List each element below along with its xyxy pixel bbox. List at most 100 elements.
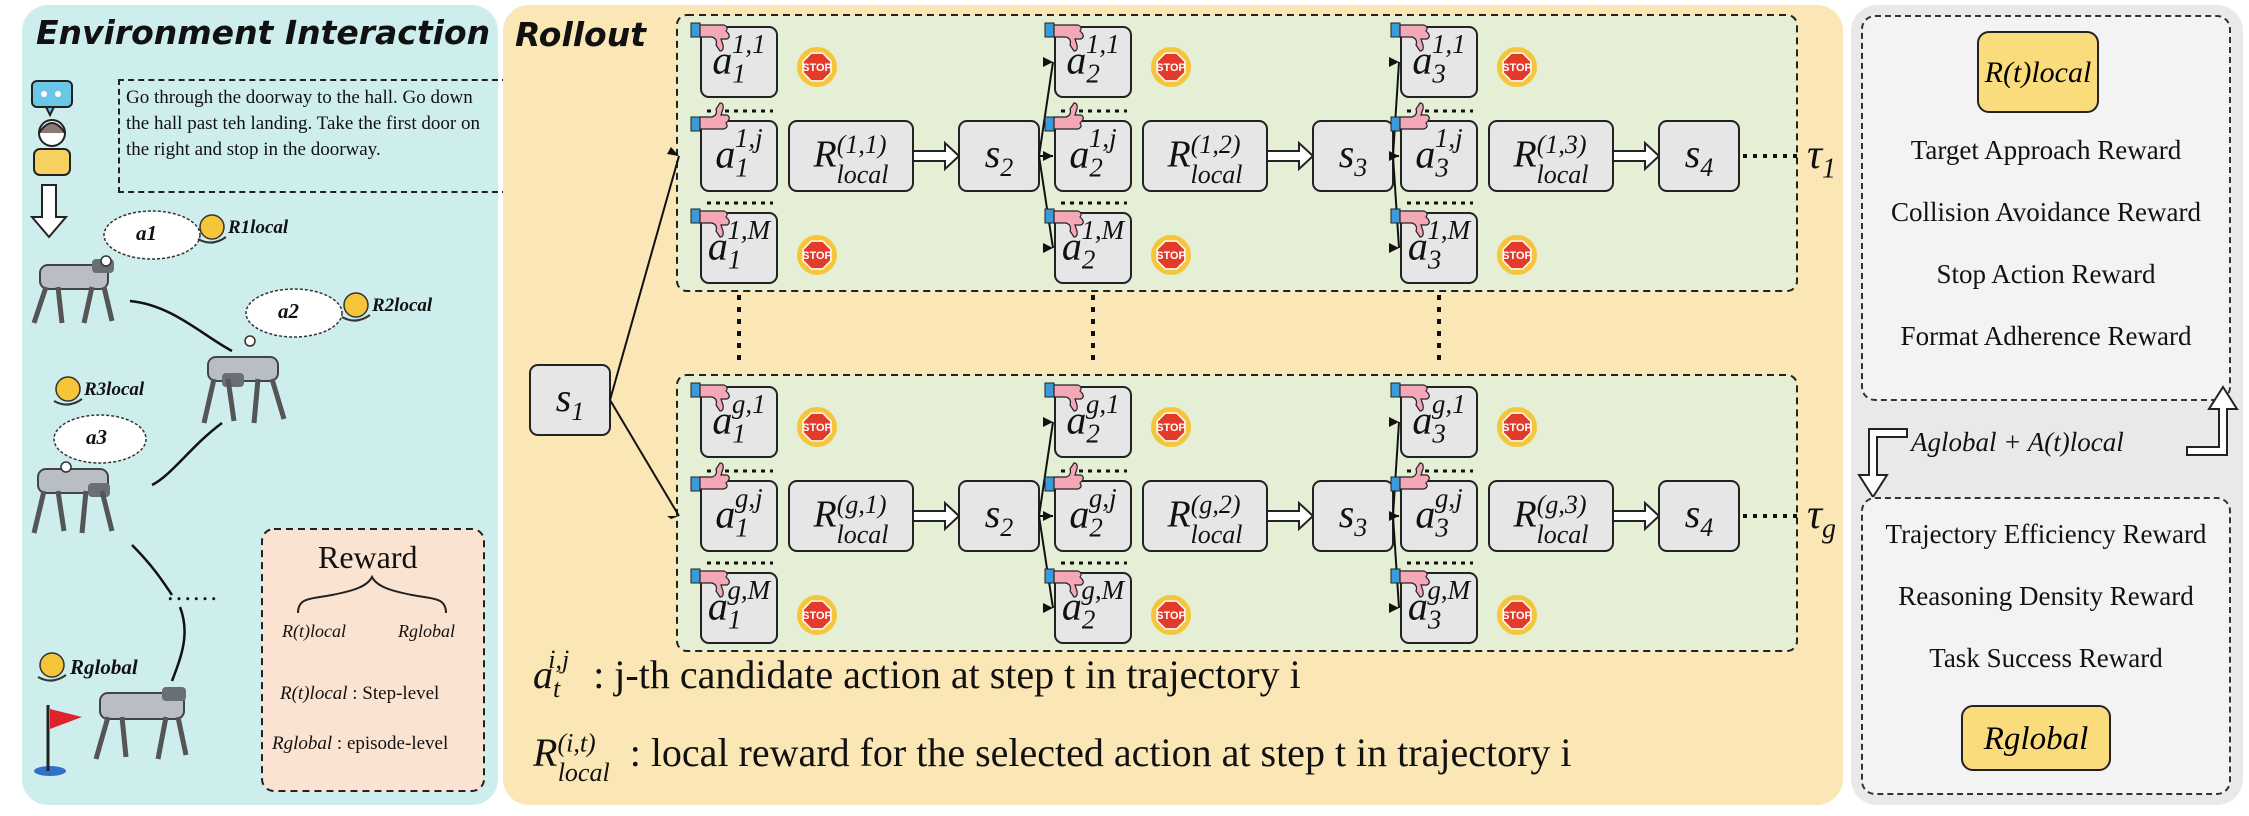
branch-arrowhead bbox=[1043, 151, 1053, 161]
path-ellipsis: …… bbox=[166, 577, 218, 606]
candidate-action: a11,1 bbox=[712, 28, 766, 89]
thumbs-down-icon bbox=[1399, 570, 1430, 598]
candidate-action: a11,M bbox=[707, 214, 771, 275]
stop-sign-label: STOP bbox=[1156, 610, 1186, 622]
thumbs-up-icon bbox=[1053, 462, 1084, 490]
branch-edge bbox=[1038, 61, 1054, 157]
global-reward-box: Trajectory Efficiency Reward Reasoning D… bbox=[1861, 497, 2231, 795]
step-reward-label-2: R2local bbox=[372, 295, 433, 316]
state: s2 bbox=[984, 130, 1014, 182]
selected-action: a2g,j bbox=[1069, 482, 1117, 543]
thumb-cuff bbox=[690, 382, 701, 398]
local-reward: R(g,3)local bbox=[1513, 489, 1589, 550]
stop-sign-octagon bbox=[802, 240, 832, 270]
thumbs-down-icon bbox=[1053, 570, 1084, 598]
transition-arrow bbox=[912, 140, 961, 172]
local-reward-header: R(t)local bbox=[1977, 31, 2099, 113]
candidate-action: a21,M bbox=[1061, 214, 1125, 275]
branch-edge bbox=[1038, 515, 1054, 609]
global-reward-item: Task Success Reward bbox=[1929, 643, 2163, 673]
advantage-arrows bbox=[1857, 385, 2239, 499]
coin-hand-icon bbox=[37, 652, 67, 682]
thumbs-down-icon bbox=[1053, 24, 1084, 52]
reward-box-line-step: R(t)local : Step-level bbox=[280, 683, 440, 704]
thumb-cuff bbox=[1390, 382, 1401, 398]
stop-sign-label: STOP bbox=[1156, 250, 1186, 262]
selected-action: a1g,j bbox=[715, 482, 763, 543]
thumbs-down-icon bbox=[1399, 210, 1430, 238]
thumb-cuff bbox=[1390, 568, 1401, 584]
thumb-cuff bbox=[690, 568, 701, 584]
coin-hand-icon bbox=[53, 376, 83, 406]
candidate-action: a2g,M bbox=[1061, 574, 1125, 635]
thumb-cuff bbox=[1390, 208, 1401, 224]
transition-arrow bbox=[1266, 140, 1315, 172]
branch-arrowhead bbox=[1389, 243, 1399, 253]
global-reward-item: Reasoning Density Reward bbox=[1898, 581, 2194, 611]
transition-arrow bbox=[912, 500, 961, 532]
thumbs-up-icon bbox=[699, 462, 730, 490]
trajectory-label: τg bbox=[1807, 492, 1837, 545]
thumbs-down-icon bbox=[1053, 210, 1084, 238]
thumb-cuff bbox=[690, 476, 701, 492]
stop-sign-label: STOP bbox=[802, 62, 832, 74]
local-reward: R(1,2)local bbox=[1167, 129, 1243, 190]
reward-design-panel: R(t)local Target Approach Reward Collisi… bbox=[1851, 5, 2243, 805]
branch-edge bbox=[1038, 421, 1054, 517]
rollout-diagram: STOPSTOPSTOPSTOPSTOPSTOPSTOPSTOPSTOPSTOP… bbox=[529, 14, 1803, 652]
state: s4 bbox=[1684, 490, 1714, 542]
candidate-action: a31,M bbox=[1407, 214, 1471, 275]
branch-arrowhead bbox=[1043, 243, 1053, 253]
path-curve bbox=[151, 421, 223, 487]
thumb-cuff bbox=[1044, 568, 1055, 584]
state-s1: s1 bbox=[555, 374, 585, 426]
state: s4 bbox=[1684, 130, 1714, 182]
transition-arrow bbox=[1612, 500, 1661, 532]
thumbs-down-icon bbox=[699, 24, 730, 52]
root-arrowhead bbox=[667, 516, 679, 519]
branch-arrowhead bbox=[1043, 603, 1053, 613]
robot-dog-icon bbox=[31, 259, 115, 324]
thumbs-up-icon bbox=[1399, 462, 1430, 490]
goal-flag-icon bbox=[34, 705, 82, 776]
stop-sign-octagon bbox=[802, 412, 832, 442]
candidate-action: a2g,1 bbox=[1066, 388, 1120, 449]
thumb-cuff bbox=[1044, 22, 1055, 38]
thumbs-down-icon bbox=[1399, 384, 1430, 412]
local-reward-item: Collision Avoidance Reward bbox=[1891, 197, 2201, 227]
bent-arrow-icon bbox=[2186, 385, 2239, 456]
stop-sign-octagon bbox=[1156, 412, 1186, 442]
root-edge bbox=[609, 155, 680, 401]
candidate-action: a1g,1 bbox=[712, 388, 766, 449]
selected-action-box bbox=[700, 120, 778, 192]
instruction-text: Go through the doorway to the hall. Go d… bbox=[118, 79, 508, 193]
stop-sign-label: STOP bbox=[1502, 422, 1532, 434]
branch-arrowhead bbox=[1043, 57, 1053, 67]
thumbs-down-icon bbox=[699, 210, 730, 238]
step-reward-label-1: R1local bbox=[228, 217, 289, 238]
selected-action: a3g,j bbox=[1415, 482, 1463, 543]
branch-edge bbox=[1392, 155, 1400, 249]
candidate-action: a3g,M bbox=[1407, 574, 1471, 635]
thought-cloud-icon bbox=[244, 288, 343, 347]
coin-hand-icon bbox=[197, 214, 227, 244]
legend-action: ati,j : j-th candidate action at step t … bbox=[533, 645, 1301, 704]
branch-arrowhead bbox=[1389, 417, 1399, 427]
local-reward-item: Stop Action Reward bbox=[1936, 259, 2156, 289]
root-arrowhead bbox=[667, 147, 679, 156]
state-box bbox=[1658, 480, 1740, 552]
root-edge bbox=[609, 399, 680, 517]
global-reward-label: Rglobal bbox=[70, 655, 138, 679]
selected-action-box bbox=[1400, 480, 1478, 552]
branch-edge bbox=[1392, 61, 1400, 157]
thumbs-down-icon bbox=[699, 570, 730, 598]
stop-sign-octagon bbox=[1156, 600, 1186, 630]
selected-action: a21,j bbox=[1069, 122, 1117, 183]
thumbs-down-icon bbox=[1053, 384, 1084, 412]
global-reward-header: Rglobal bbox=[1961, 705, 2111, 771]
local-reward-item: Target Approach Reward bbox=[1910, 135, 2182, 165]
path-curve bbox=[131, 544, 174, 596]
env-panel-title: Environment Interaction bbox=[36, 13, 491, 52]
candidate-action: a21,1 bbox=[1066, 28, 1120, 89]
